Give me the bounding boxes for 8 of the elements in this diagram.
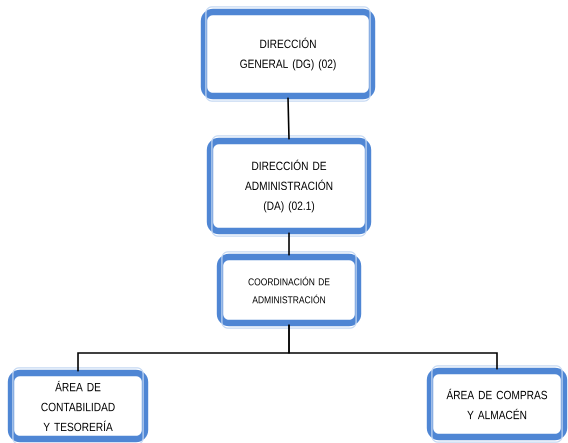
- org-box: DIRECCIÓN GENERAL (DG) (02): [200, 8, 376, 100]
- connector-line: [288, 232, 290, 256]
- org-box: ÁREA DE CONTABILIDAD Y TESORERÍA: [8, 370, 148, 442]
- connector-line: [288, 324, 498, 370]
- org-box: ÁREA DE COMPRAS Y ALMACÉN: [426, 368, 568, 440]
- org-box: COORDINACIÓN DE ADMINISTRACIÓN: [216, 254, 362, 326]
- org-box: DIRECCIÓN DE ADMINISTRACIÓN (DA) (02.1): [206, 138, 372, 234]
- connector-line: [287, 98, 290, 140]
